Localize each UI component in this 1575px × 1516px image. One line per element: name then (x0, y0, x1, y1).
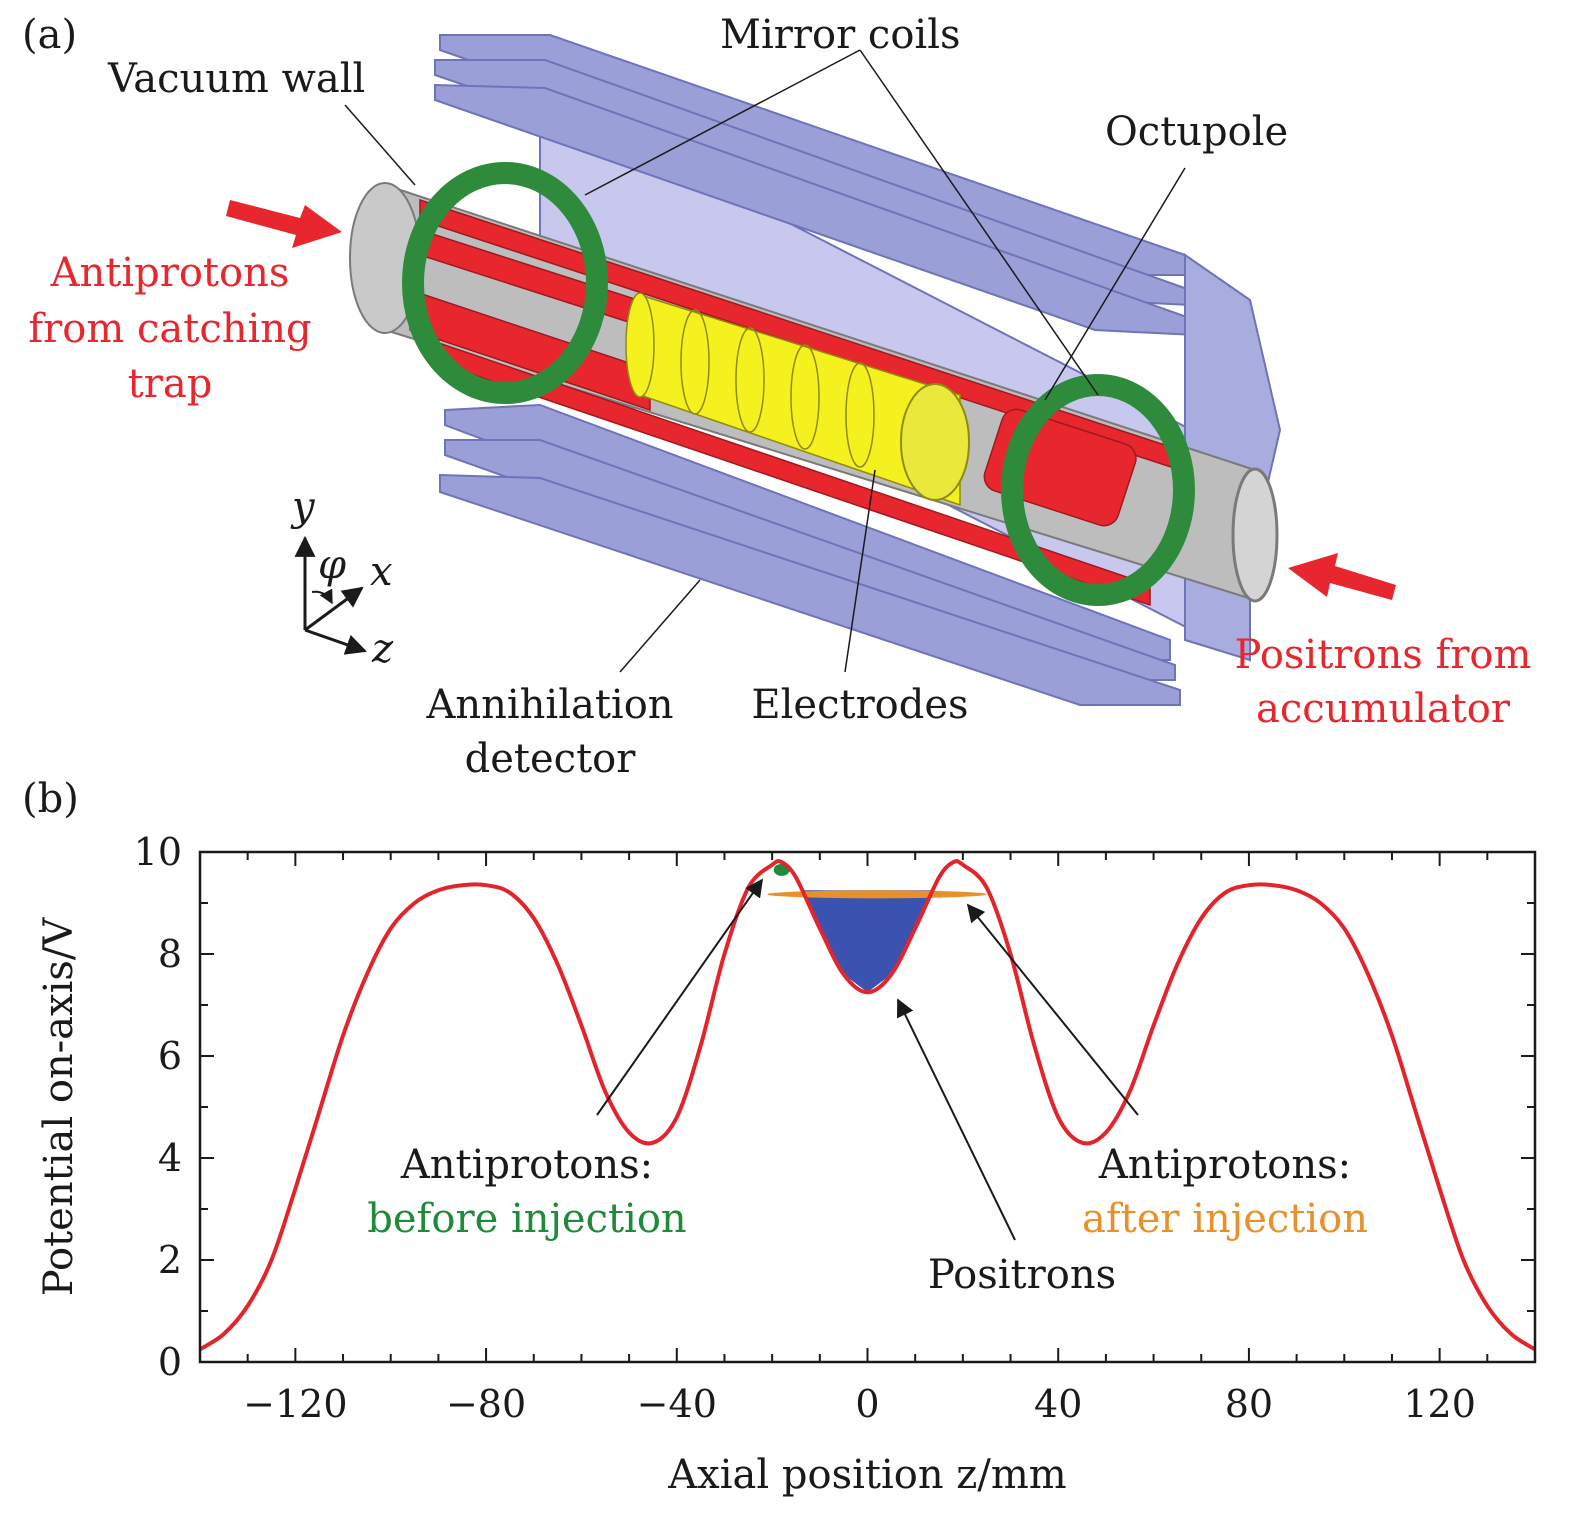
panel-a-tag: (a) (22, 12, 77, 58)
electrode-ring (790, 344, 820, 450)
label-annihilation-2: detector (465, 736, 637, 782)
antiproton-arrow-icon (226, 200, 342, 248)
detector-bottom-fin-1 (444, 403, 1171, 661)
detector-bottom-fin-3 (439, 473, 1181, 706)
arrow-positrons (897, 998, 1016, 1241)
panel-a: (a) (22, 12, 1531, 782)
leader-octupole (1044, 167, 1186, 401)
x-tick-label: −80 (446, 1382, 526, 1426)
antiprotons-after-band (767, 890, 987, 899)
label-antiprotons-after-1: Antiprotons: (1098, 1142, 1351, 1188)
z-axis-label: z (371, 626, 394, 672)
electrode-ring (845, 362, 875, 468)
y-axis-title: Potential on-axis/V (36, 917, 82, 1297)
label-annihilation-1: Annihilation (425, 682, 673, 728)
label-mirror-coils: Mirror coils (720, 12, 961, 58)
label-vacuum-wall: Vacuum wall (107, 56, 365, 102)
arrow-antiprotons-after (966, 903, 1139, 1116)
label-octupole: Octupole (1105, 109, 1288, 155)
leader-lines (344, 49, 1186, 673)
label-positrons-2: accumulator (1256, 686, 1511, 732)
x-tick-label: 80 (1225, 1382, 1273, 1426)
y-tick-label: 4 (158, 1136, 182, 1180)
x-tick-label: 0 (855, 1382, 879, 1426)
label-positrons-1: Positrons from (1235, 632, 1532, 678)
vacuum-tube-right-end (1231, 467, 1279, 603)
x-axis-title: Axial position z/mm (667, 1452, 1066, 1498)
x-tick-label: −40 (637, 1382, 717, 1426)
label-antiprotons-before-2: before injection (367, 1196, 686, 1242)
electrode-ring (625, 292, 655, 398)
label-antiprotons-after-2: after injection (1082, 1196, 1368, 1242)
label-antiprotons-2: from catching (28, 306, 311, 352)
electrode-ring (735, 327, 765, 433)
y-tick-label: 10 (134, 830, 182, 874)
y-tick-label: 0 (158, 1340, 182, 1384)
x-axis-label: x (370, 549, 393, 595)
leader-mirror-left (584, 49, 861, 196)
y-tick-label: 6 (158, 1034, 182, 1078)
detector-bottom-fin-2 (444, 439, 1176, 681)
mirror-coil-right (1001, 374, 1195, 606)
label-electrodes: Electrodes (751, 682, 968, 728)
label-antiprotons-before-1: Antiprotons: (400, 1142, 653, 1188)
arrow-antiprotons-before (596, 878, 764, 1116)
positron-cloud-fill (800, 890, 935, 993)
electrode-ring (680, 309, 710, 415)
panel-b-tag: (b) (22, 776, 79, 822)
label-antiprotons-1: Antiprotons (50, 250, 290, 296)
y-tick-label: 8 (158, 932, 182, 976)
mirror-coil-left (402, 162, 608, 404)
z-axis-arrow (304, 628, 367, 655)
positron-arrow-icon (1288, 553, 1396, 600)
mirror-coils (402, 162, 1195, 606)
leader-detector (619, 579, 701, 673)
beam-arrows (226, 200, 1396, 600)
label-antiprotons-3: trap (128, 361, 213, 407)
leader-electrodes (844, 469, 876, 673)
x-tick-label: −120 (243, 1382, 347, 1426)
label-positrons: Positrons (928, 1252, 1116, 1298)
y-axis-label: y (290, 484, 316, 530)
electrodes (625, 292, 970, 507)
potential-curve (198, 858, 1537, 1352)
coordinate-axes (294, 535, 367, 655)
plot-annotations (596, 878, 1139, 1241)
x-tick-label: 40 (1034, 1382, 1082, 1426)
leader-mirror-right (859, 49, 1099, 396)
leader-vacuum-wall (344, 104, 416, 186)
x-axis-arrow (304, 586, 364, 632)
phi-label: φ (318, 542, 346, 588)
phi-arc-arrow (311, 588, 333, 605)
y-tick-label: 2 (158, 1238, 182, 1282)
x-tick-label: 120 (1403, 1382, 1476, 1426)
electrode-end-ring (900, 383, 970, 501)
